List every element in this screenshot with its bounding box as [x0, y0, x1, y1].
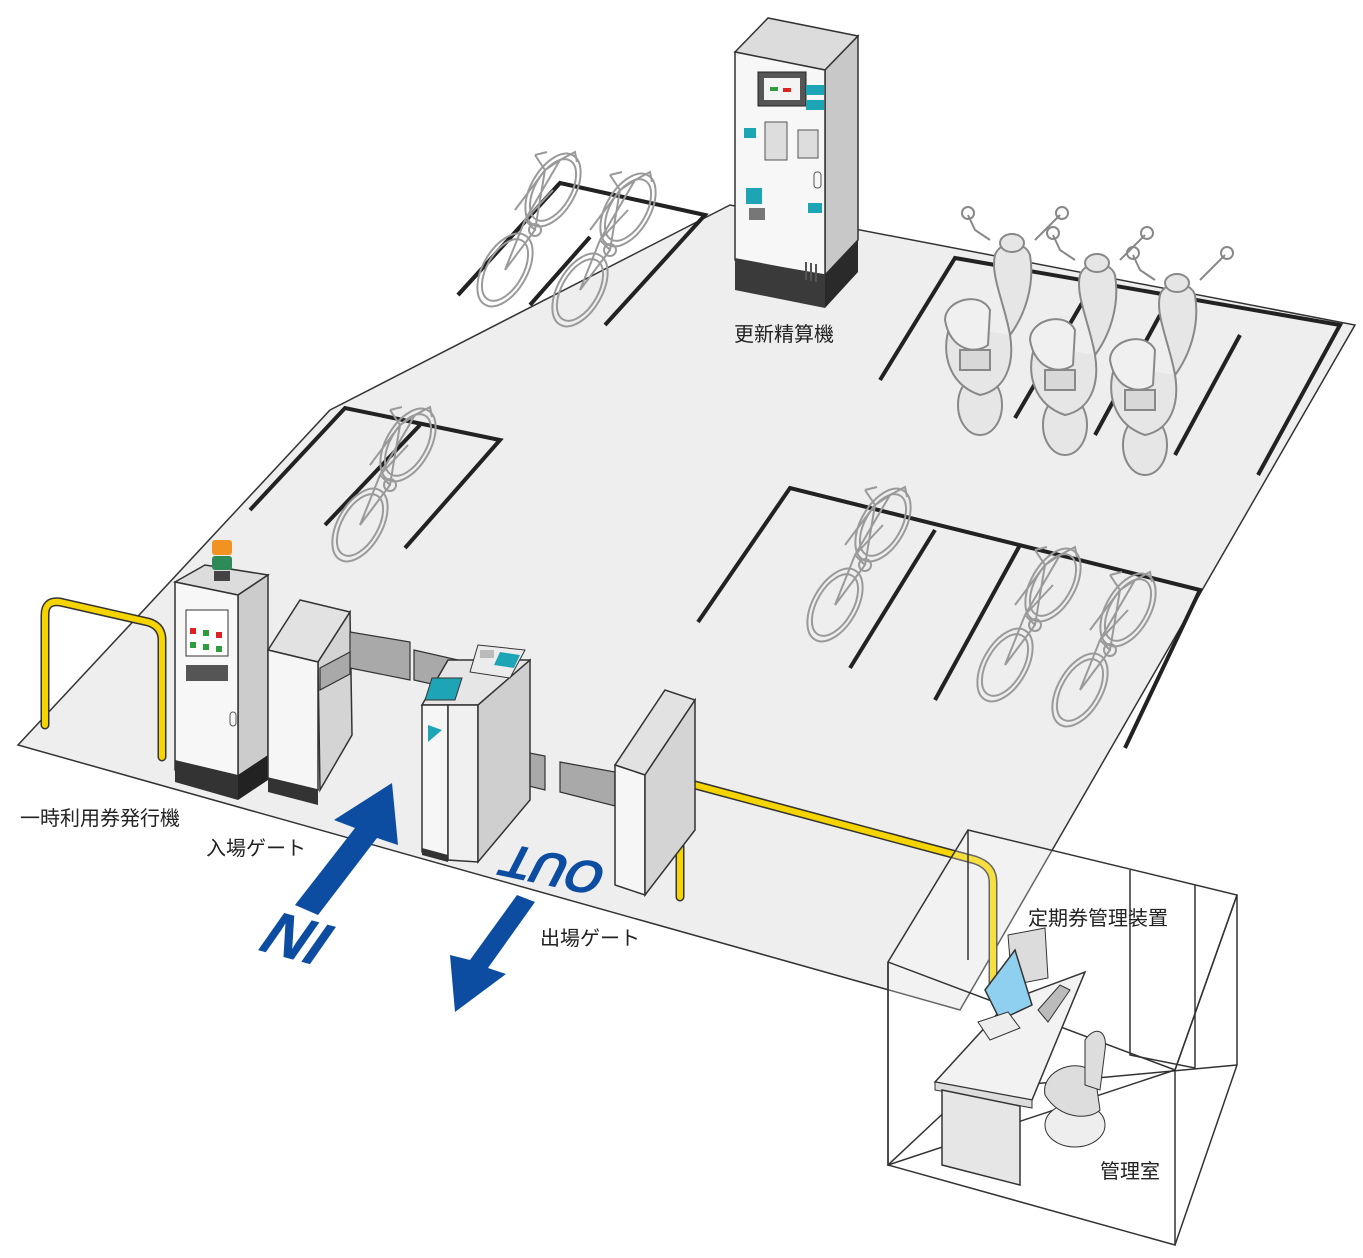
in-arrow-icon: [295, 783, 398, 915]
entry-gate-label: 入場ゲート: [206, 836, 306, 860]
bike-stall-mid-left: [248, 405, 504, 550]
control-room: [887, 829, 1238, 1246]
pass-manager-label: 定期券管理装置: [1028, 906, 1168, 930]
renewal-payment-machine: [733, 17, 860, 308]
exit-gate-label: 出場ゲート: [540, 926, 640, 950]
pass-management-terminal: [933, 927, 1106, 1186]
renewal-machine-label: 更新精算機: [734, 322, 834, 346]
bike-stall-bottom-right: [696, 485, 1203, 749]
temporary-ticket-machine: [172, 540, 271, 800]
entry-gate-post: [266, 599, 353, 805]
out-arrow-icon: [450, 895, 535, 1012]
control-room-label: 管理室: [1100, 1159, 1160, 1183]
center-gate-units: [420, 644, 532, 865]
exit-gate-post: [613, 689, 697, 898]
temp-ticket-machine-label: 一時利用券発行機: [20, 806, 180, 830]
in-floor-mark: IN: [246, 900, 348, 977]
